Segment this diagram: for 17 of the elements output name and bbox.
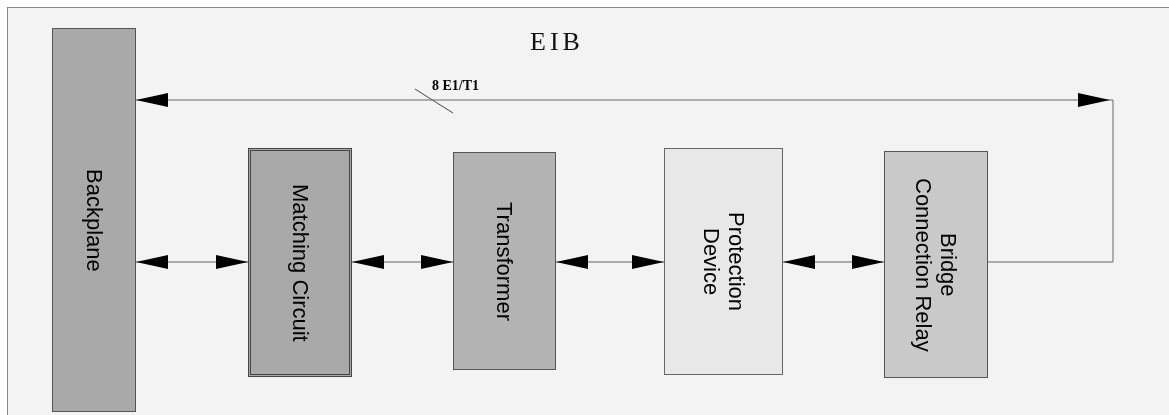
block-label: Bridge Connection Relay bbox=[910, 176, 962, 353]
block-label: Protection Device bbox=[698, 210, 749, 314]
block-label: Matching Circuit bbox=[287, 183, 313, 342]
block-box bbox=[453, 152, 556, 370]
block-box bbox=[884, 151, 988, 378]
block-label: Transformer bbox=[491, 201, 518, 321]
diagram-title: EIB bbox=[530, 26, 584, 58]
block-box bbox=[52, 28, 136, 412]
block-box bbox=[248, 148, 352, 377]
edge-label: 8 E1/T1 bbox=[430, 79, 482, 93]
block-box bbox=[664, 148, 783, 375]
double-arrow bbox=[351, 255, 454, 269]
double-arrow bbox=[135, 93, 1114, 263]
double-arrow bbox=[782, 255, 885, 269]
block-label: Backplane bbox=[81, 168, 107, 272]
double-arrow bbox=[555, 255, 665, 269]
double-arrow bbox=[135, 255, 249, 269]
